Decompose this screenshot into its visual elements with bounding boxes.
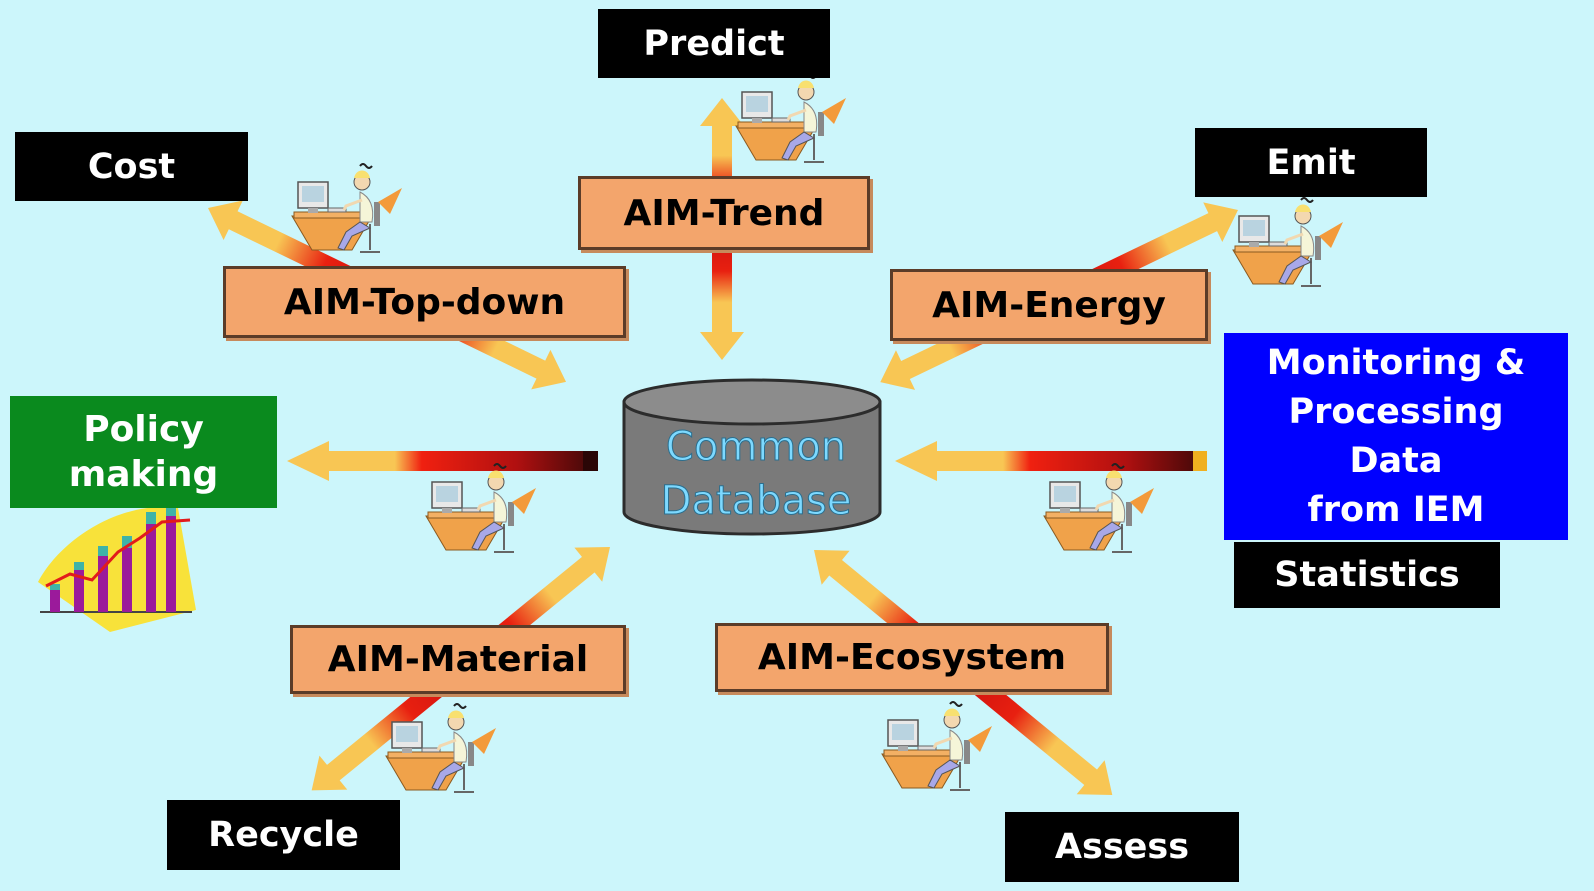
person-at-computer-icon [1231,196,1345,288]
policy-line-2: making [68,454,219,495]
assess-label: Assess [1005,812,1239,882]
aim-top-down-label: AIM-Top-down [283,281,566,323]
policy-making-box: Policy making [10,396,277,508]
person-at-computer-icon [290,162,404,254]
person-at-computer-icon [880,700,994,792]
aim-energy-label: AIM-Energy [932,284,1166,326]
database-line-2: Database [660,478,852,525]
growth-chart-icon [38,506,196,632]
statistics-label: Statistics [1234,542,1500,608]
recycle-label: Recycle [167,800,400,870]
aim-material-box: AIM-Material [290,625,626,694]
aim-energy-box: AIM-Energy [890,269,1208,341]
database-cylinder-icon [622,378,882,536]
monitoring-line-4: from IEM [1307,489,1485,530]
person-at-computer-icon [1042,462,1156,554]
aim-trend-label: AIM-Trend [623,192,825,234]
aim-trend-box: AIM-Trend [578,176,870,250]
emit-label: Emit [1195,128,1427,197]
common-database-label: Common Database [628,420,884,528]
person-at-computer-icon [734,72,848,164]
monitoring-line-3: Data [1349,440,1443,481]
database-line-1: Common [665,424,847,471]
monitoring-line-2: Processing [1288,391,1504,432]
aim-top-down-box: AIM-Top-down [223,266,626,338]
aim-ecosystem-label: AIM-Ecosystem [757,637,1067,678]
monitoring-arrow [895,441,1207,481]
policy-line-1: Policy [83,409,204,450]
monitoring-data-box: Monitoring & Processing Data from IEM [1224,333,1568,540]
aim-material-label: AIM-Material [327,639,589,680]
person-at-computer-icon [424,462,538,554]
aim-ecosystem-box: AIM-Ecosystem [715,623,1109,692]
predict-label: Predict [598,9,830,78]
policy-arrow [287,441,598,481]
cost-label: Cost [15,132,248,201]
monitoring-line-1: Monitoring & [1266,342,1526,383]
